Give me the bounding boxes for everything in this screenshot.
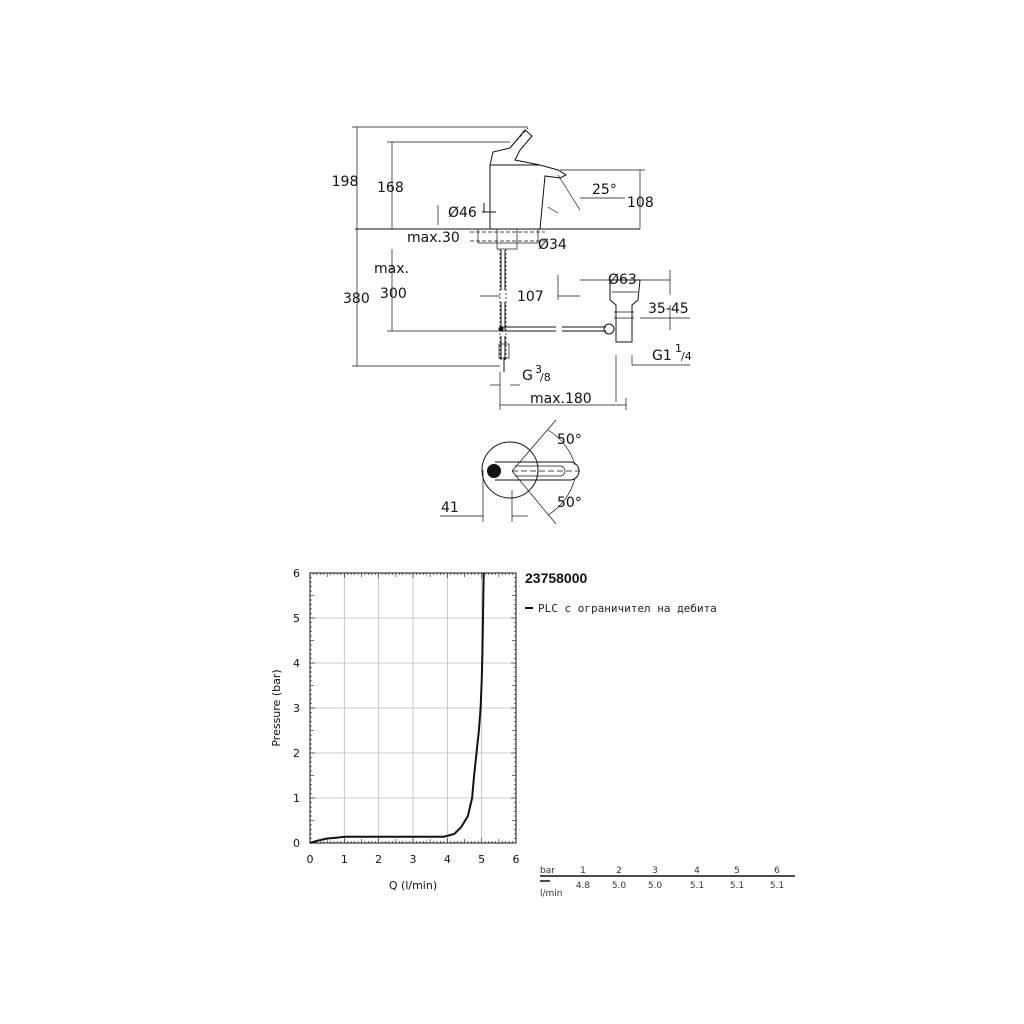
faucet-top-view: [440, 419, 580, 525]
x-tick-label: 3: [410, 853, 417, 866]
flow-table: bar l/min 1 2 3 4 5 6 4.8 5.0 5.0 5.1 5.1 5.1: [540, 866, 795, 899]
dim-25-deg: 25°: [592, 182, 617, 198]
faucet-side-view: [355, 127, 641, 372]
x-tick-label: 1: [341, 853, 348, 866]
dim-108: 108: [627, 195, 654, 211]
x-tick-label: 0: [307, 853, 314, 866]
dim-g1-frac-den: /4: [681, 350, 692, 363]
dim-g38-den: /8: [540, 371, 551, 384]
y-tick-label: 2: [293, 747, 300, 760]
y-tick-label: 1: [293, 792, 300, 805]
dim-diameter-34: Ø34: [538, 237, 567, 253]
flow-table-lmin-value: 5.1: [770, 881, 784, 891]
top-view-body: [481, 441, 539, 499]
dim-380: 380: [343, 291, 370, 307]
flow-table-lmin-value: 5.1: [730, 881, 744, 891]
y-axis-label: Pressure (bar): [270, 669, 283, 746]
flow-table-lmin-value: 5.1: [690, 881, 704, 891]
x-axis-label: Q (l/min): [389, 879, 437, 892]
flow-table-bar-value: 5: [734, 866, 740, 876]
flow-table-bar-value: 3: [652, 866, 658, 876]
flow-pressure-chart: 0 1 2 3 4 5 6 0 1 2 3 4 5 6 Q (l/min) Pressure (bar): [270, 567, 520, 892]
dim-g1-frac-num: 1: [675, 342, 682, 355]
faucet-lever: [489, 129, 541, 166]
flow-table-bar-value: 4: [694, 866, 700, 876]
x-tick-label: 6: [513, 853, 520, 866]
flow-table-lmin-value: 5.0: [648, 881, 663, 891]
flow-table-bar-label: bar: [540, 866, 555, 876]
faucet-body: [489, 164, 568, 230]
waste-valve: [609, 279, 641, 343]
flow-table-lmin-value: 5.0: [612, 881, 627, 891]
dim-g1: G1: [652, 348, 672, 364]
dim-50-bottom: 50°: [557, 495, 582, 511]
dim-diameter-63: Ø63: [608, 272, 637, 288]
top-view-handle-cap: [487, 464, 501, 478]
dim-max-label: max.: [374, 261, 409, 277]
dim-g38-num: 3: [535, 363, 542, 376]
y-tick-label: 4: [293, 657, 300, 670]
chart-frame: [309, 572, 517, 844]
mounting-nut: [496, 228, 518, 250]
y-tick-label: 6: [293, 567, 300, 580]
dimension-lines: [352, 126, 690, 410]
dim-max-30: max.30: [407, 230, 460, 246]
flow-table-bar-value: 6: [774, 866, 780, 876]
x-tick-label: 5: [478, 853, 485, 866]
x-tick-label: 4: [444, 853, 451, 866]
dim-168: 168: [377, 180, 404, 196]
dim-198: 198: [332, 174, 359, 190]
flow-table-lmin-label: l/min: [540, 889, 563, 899]
flow-table-bar-value: 2: [616, 866, 622, 876]
dimension-labels: 198 168 25° 108 Ø46 max.30 Ø34 max. 300 …: [332, 174, 692, 407]
dim-50-top: 50°: [557, 432, 582, 448]
dim-g38: G: [522, 368, 533, 384]
rod-pivot: [498, 326, 504, 332]
y-tick-label: 3: [293, 702, 300, 715]
y-tick-label: 0: [293, 837, 300, 850]
lever-alt-position: [509, 127, 529, 149]
dim-35-45: 35-45: [648, 301, 689, 317]
product-code: 23758000: [525, 570, 588, 586]
series-line: [309, 572, 485, 844]
dim-107: 107: [517, 289, 544, 305]
dim-300: 300: [380, 286, 407, 302]
flow-table-bar-value: 1: [580, 866, 586, 876]
dim-diameter-46: Ø46: [448, 205, 477, 221]
waste-pivot: [603, 323, 615, 335]
dim-max-180: max.180: [530, 391, 592, 407]
legend-label: PLC с ограничител на дебита: [538, 602, 717, 615]
dim-41: 41: [441, 500, 459, 516]
x-tick-label: 2: [375, 853, 382, 866]
flow-table-lmin-value: 4.8: [576, 881, 591, 891]
y-tick-label: 5: [293, 612, 300, 625]
